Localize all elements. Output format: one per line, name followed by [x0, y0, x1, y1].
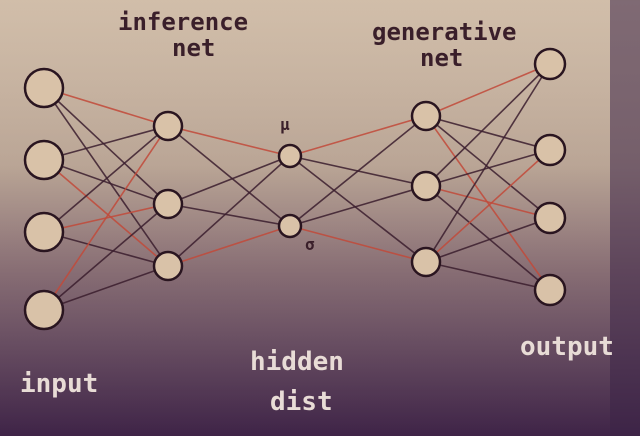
- edge-generative-hidden-1-0: [425, 63, 551, 187]
- edge-input-0-1: [43, 87, 169, 205]
- node-output-1: [533, 133, 567, 167]
- node-input-1: [23, 139, 65, 181]
- edge-generative-hidden-0-1: [425, 115, 551, 151]
- edge-input-1-1: [43, 159, 169, 205]
- edge-input-3-2: [43, 265, 169, 311]
- edge-input-0-2: [43, 87, 169, 267]
- edge-generative-hidden-0-3: [425, 115, 551, 291]
- node-inference-hidden-1: [152, 188, 184, 220]
- edge-inference-hidden-0-1: [167, 125, 291, 227]
- edge-input-0-0: [43, 87, 169, 127]
- node-inference-hidden-2: [152, 250, 184, 282]
- edge-latent-0-2: [289, 155, 427, 263]
- edge-generative-hidden-2-0: [425, 63, 551, 263]
- edge-inference-hidden-1-0: [167, 155, 291, 205]
- edge-generative-hidden-1-1: [425, 149, 551, 187]
- generative-title-line1: generative: [372, 18, 517, 46]
- hidden-label-line2: dist: [270, 387, 333, 417]
- right-edge-band: [610, 0, 640, 436]
- node-output-2: [533, 201, 567, 235]
- edge-generative-hidden-0-0: [425, 63, 551, 117]
- node-output-3: [533, 273, 567, 307]
- edge-input-1-2: [43, 159, 169, 267]
- edge-generative-hidden-0-2: [425, 115, 551, 219]
- edge-generative-hidden-1-2: [425, 185, 551, 219]
- inference-title-line2: net: [172, 34, 215, 62]
- node-latent-0: [277, 143, 303, 169]
- node-input-3: [23, 289, 65, 331]
- edge-generative-hidden-2-3: [425, 261, 551, 291]
- edge-latent-1-1: [289, 185, 427, 227]
- edge-latent-1-2: [289, 225, 427, 263]
- edge-inference-hidden-0-0: [167, 125, 291, 157]
- edge-group: [43, 63, 551, 311]
- edge-input-1-0: [43, 125, 169, 161]
- node-latent-1: [277, 213, 303, 239]
- edge-inference-hidden-2-1: [167, 225, 291, 267]
- mu-label: μ: [280, 115, 290, 134]
- edge-inference-hidden-1-1: [167, 203, 291, 227]
- node-group: [23, 47, 567, 331]
- edge-generative-hidden-2-2: [425, 217, 551, 263]
- hidden-label-line1: hidden: [250, 347, 344, 377]
- edge-inference-hidden-2-0: [167, 155, 291, 267]
- sigma-label: σ: [305, 235, 315, 254]
- edge-latent-1-0: [289, 115, 427, 227]
- generative-title-line2: net: [420, 44, 463, 72]
- node-generative-hidden-2: [410, 246, 442, 278]
- node-generative-hidden-0: [410, 100, 442, 132]
- edge-generative-hidden-1-3: [425, 185, 551, 291]
- node-input-0: [23, 67, 65, 109]
- input-label: input: [20, 369, 98, 399]
- node-generative-hidden-1: [410, 170, 442, 202]
- edge-input-3-1: [43, 203, 169, 311]
- node-output-0: [533, 47, 567, 81]
- edge-input-2-2: [43, 231, 169, 267]
- edge-latent-0-0: [289, 115, 427, 157]
- output-label: output: [520, 332, 614, 362]
- node-inference-hidden-0: [152, 110, 184, 142]
- edge-input-2-0: [43, 125, 169, 233]
- node-input-2: [23, 211, 65, 253]
- edge-generative-hidden-2-1: [425, 149, 551, 263]
- inference-title-line1: inference: [118, 8, 248, 36]
- edge-input-3-0: [43, 125, 169, 311]
